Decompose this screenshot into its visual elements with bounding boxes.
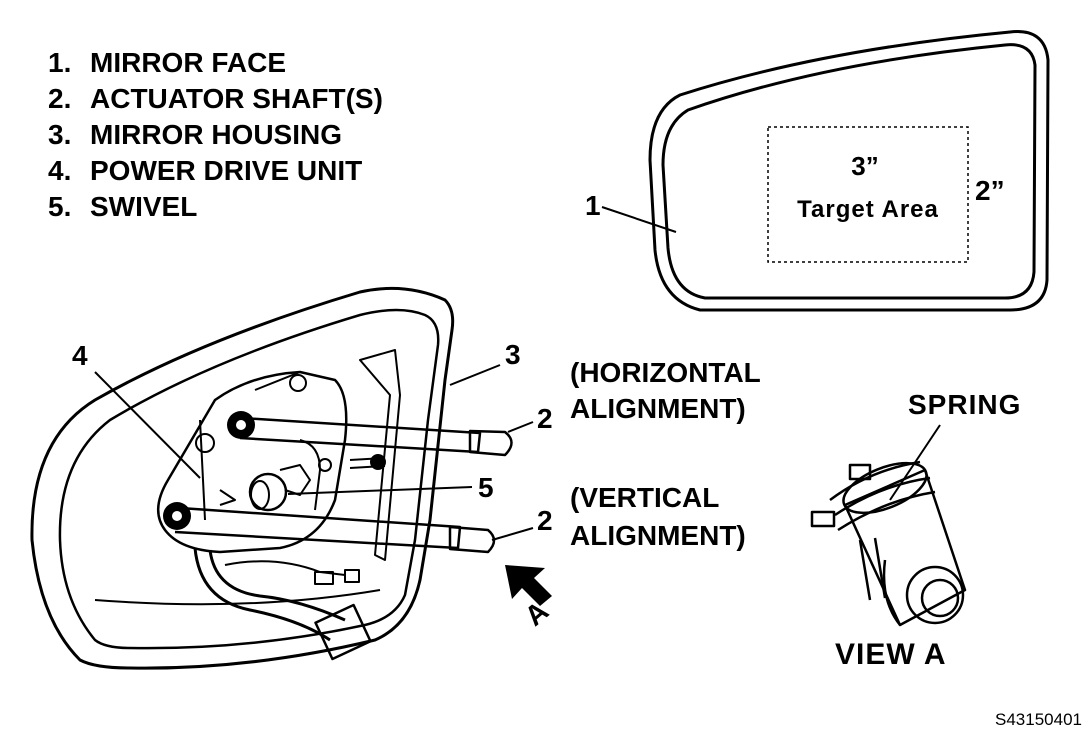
leader-mirror-face xyxy=(601,206,677,233)
target-area-box xyxy=(767,126,969,263)
wire-terminal-1 xyxy=(314,571,334,585)
mirror-face-inner xyxy=(661,43,1037,300)
spring-detail xyxy=(810,460,967,627)
horizontal-alignment-line2: ALIGNMENT) xyxy=(570,393,746,424)
spring-tab-left xyxy=(810,510,836,528)
pivot-socket-upper-hole xyxy=(236,420,246,430)
spring-tab-top xyxy=(848,463,872,481)
base-plate xyxy=(359,349,401,561)
legend-text-1: MIRROR FACE xyxy=(90,47,286,78)
mirror-face-outer xyxy=(648,30,1050,312)
power-drive-unit-edge xyxy=(199,371,321,521)
actuator-shaft-vertical-tip xyxy=(448,525,496,554)
legend-num-4: 4. xyxy=(48,155,71,186)
legend-num-2: 2. xyxy=(48,83,71,114)
power-drive-unit-body xyxy=(157,370,348,554)
wire-terminal-2 xyxy=(344,569,360,583)
spring-cylinder-body xyxy=(843,468,967,627)
vertical-alignment-line2: ALIGNMENT) xyxy=(570,520,746,551)
callout-mirror-face: 1 xyxy=(585,190,601,221)
spring-ball-end xyxy=(905,565,965,625)
spring-ball-inner xyxy=(920,578,960,618)
actuator-shaft-horizontal xyxy=(239,416,482,454)
callout-power-drive-unit: 4 xyxy=(72,340,88,371)
housing-outer-shell xyxy=(30,286,455,670)
legend-num-5: 5. xyxy=(48,191,71,222)
spring-slot xyxy=(858,537,887,601)
mount-screw-1 xyxy=(289,374,307,392)
swivel xyxy=(248,472,288,512)
mount-screw-2 xyxy=(195,433,215,453)
figure-id: S43150401 xyxy=(995,710,1082,729)
adjust-screw-head xyxy=(370,454,386,470)
target-area-label: Target Area xyxy=(797,196,939,223)
vertical-alignment-line1: (VERTICAL xyxy=(570,482,719,513)
target-height-label: 2” xyxy=(975,175,1005,206)
actuator-shaft-vertical xyxy=(174,506,462,550)
leader-mirror-housing xyxy=(449,364,501,386)
leader-power-drive-unit xyxy=(94,371,201,479)
legend-text-4: POWER DRIVE UNIT xyxy=(90,155,362,186)
housing-bottom-edge xyxy=(94,589,381,606)
legend-num-1: 1. xyxy=(48,47,71,78)
legend-text-5: SWIVEL xyxy=(90,191,197,222)
leader-actuator-shaft-horizontal xyxy=(507,421,534,433)
mirror-housing xyxy=(30,286,513,670)
view-a-arrow xyxy=(505,565,552,606)
pivot-socket-lower-hole xyxy=(172,511,182,521)
wiring-connector xyxy=(314,603,372,661)
leader-swivel xyxy=(287,486,473,495)
view-a-arrow-label: A xyxy=(519,595,554,632)
callout-actuator-shaft-vertical: 2 xyxy=(537,505,553,536)
housing-inner-rim xyxy=(58,308,440,650)
swivel-mechanism xyxy=(219,464,311,506)
spring-coil-2 xyxy=(834,476,931,517)
callout-mirror-housing: 3 xyxy=(505,339,521,370)
view-a-title: VIEW A xyxy=(835,638,947,671)
spring-base xyxy=(882,559,901,626)
spring-coil-1 xyxy=(829,460,921,502)
legend-text-3: MIRROR HOUSING xyxy=(90,119,342,150)
actuator-shaft-horizontal-tip xyxy=(468,429,513,457)
leader-actuator-shaft-vertical xyxy=(491,527,534,541)
horizontal-alignment-line1: (HORIZONTAL xyxy=(570,357,761,388)
wiring-harness xyxy=(193,547,346,642)
legend-text-2: ACTUATOR SHAFT(S) xyxy=(90,83,383,114)
mirror-face xyxy=(648,30,1050,312)
legend-num-3: 3. xyxy=(48,119,71,150)
callout-swivel: 5 xyxy=(478,472,494,503)
spring-coil-3 xyxy=(837,490,936,532)
target-width-label: 3” xyxy=(851,151,878,181)
swivel-ring xyxy=(250,480,270,510)
spring-label: SPRING xyxy=(908,389,1021,420)
legend: 1. MIRROR FACE 2. ACTUATOR SHAFT(S) 3. M… xyxy=(48,47,383,222)
mount-screw-3 xyxy=(318,458,332,472)
callout-actuator-shaft-horizontal: 2 xyxy=(537,403,553,434)
spring-cylinder-top xyxy=(842,461,928,515)
